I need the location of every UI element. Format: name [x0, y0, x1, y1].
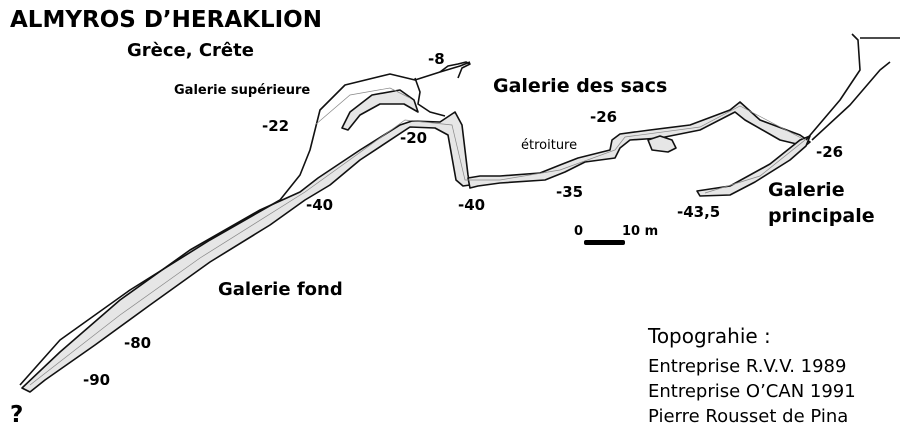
- depth-label: -40: [306, 196, 334, 214]
- credits-line: Entreprise O’CAN 1991: [648, 381, 856, 402]
- depth-label: -90: [83, 371, 111, 389]
- map-title: ALMYROS D’HERAKLION: [10, 7, 322, 33]
- upper-branch: [414, 61, 471, 117]
- credits-line: Pierre Rousset de Pina: [648, 406, 849, 427]
- label-etroiture: étroiture: [521, 138, 578, 153]
- depth-label: -20: [400, 129, 428, 147]
- label-galerie-superieure: Galerie supérieure: [174, 83, 311, 98]
- scale-end-label: 10 m: [622, 224, 659, 239]
- depth-label: -35: [556, 183, 584, 201]
- scale-bar: [584, 240, 625, 245]
- label-galerie-principale-2: principale: [768, 205, 875, 227]
- galerie-fond-passage: [21, 111, 471, 393]
- label-galerie-fond: Galerie fond: [218, 279, 343, 300]
- galerie-principale-passage: [696, 135, 811, 197]
- entrance-shaft: [805, 33, 900, 141]
- depth-label: -40: [458, 196, 486, 214]
- credits-heading: Topograhie :: [648, 324, 771, 348]
- label-galerie-principale-1: Galerie: [768, 179, 845, 201]
- survey-line: [29, 87, 806, 386]
- depth-label: -26: [590, 108, 618, 126]
- galerie-superieure-pillar: [341, 89, 419, 131]
- label-galerie-des-sacs: Galerie des sacs: [493, 75, 668, 97]
- sacs-loop: [647, 135, 677, 153]
- scale-zero-label: 0: [574, 224, 584, 239]
- depth-label: -8: [428, 50, 445, 68]
- credits-line: Entreprise R.V.V. 1989: [648, 356, 847, 377]
- map-subtitle: Grèce, Crête: [127, 40, 254, 61]
- depth-label: -43,5: [677, 203, 721, 221]
- galerie-fond-outer-wall: [19, 61, 471, 386]
- depth-label: -22: [262, 117, 290, 135]
- unknown-continuation-label: ?: [10, 402, 24, 428]
- depth-label: -26: [816, 143, 844, 161]
- depth-label: -80: [124, 334, 152, 352]
